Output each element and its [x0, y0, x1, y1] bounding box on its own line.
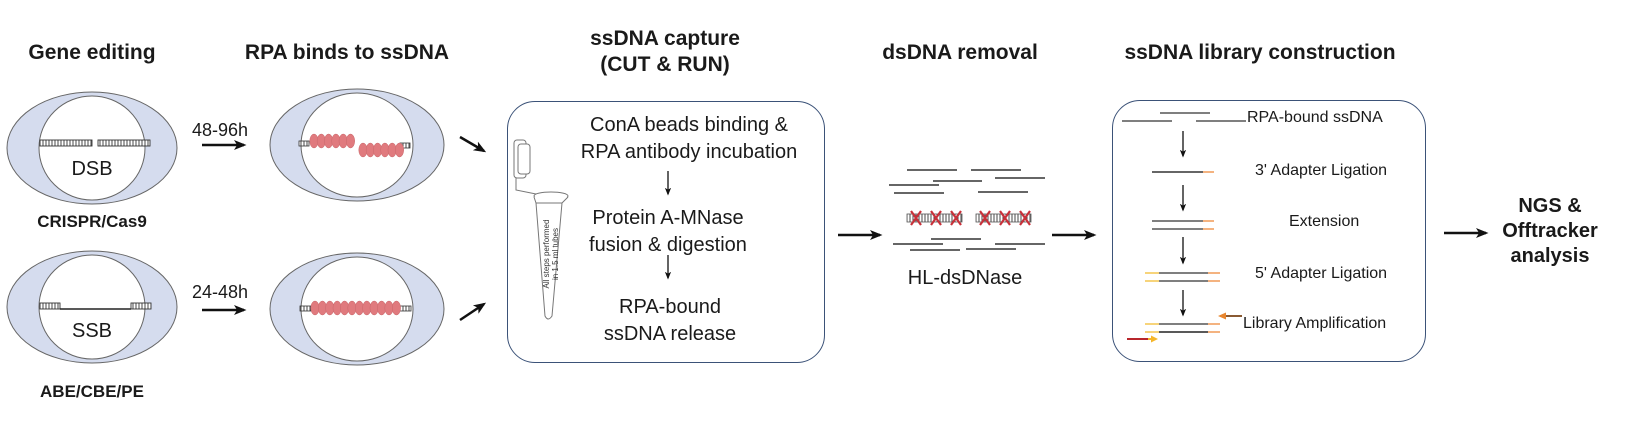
- ssb-dna-left: [39, 302, 61, 310]
- cleavage-cross-icon: [950, 210, 962, 226]
- ssb-label: SSB: [71, 320, 113, 342]
- digested-dsdna: [906, 210, 1032, 226]
- rpa-protein: [347, 300, 357, 316]
- rpa-protein: [391, 300, 401, 316]
- ngs-line3: analysis: [1510, 245, 1590, 267]
- library-step-5-adapter: 5' Adapter Ligation: [1255, 265, 1388, 282]
- capture-step1-line2: RPA antibody incubation: [580, 141, 798, 163]
- capture-step2: Protein A-MNase fusion & digestion: [566, 205, 770, 259]
- library-step-extension: Extension: [1289, 213, 1360, 230]
- dsb-label: DSB: [71, 158, 113, 180]
- capture-step3-line2: ssDNA release: [603, 323, 737, 345]
- cleavage-cross-icon: [910, 210, 922, 226]
- hl-dsdnase-label: HL-dsDNase: [907, 267, 1023, 289]
- header-ssdna-capture-line2: (CUT & RUN): [600, 53, 730, 76]
- rpa-cluster-left: [309, 133, 355, 149]
- tube-label-line2: in 1.5 ml tubes: [551, 227, 560, 281]
- rpa-protein: [332, 300, 342, 316]
- rpa-protein: [377, 300, 387, 316]
- crispr-cas9-label: CRISPR/Cas9: [37, 212, 147, 231]
- cell-dsb: [6, 91, 178, 205]
- time-ssb-label: 24-48h: [192, 282, 249, 302]
- abe-cbe-pe-label: ABE/CBE/PE: [40, 382, 144, 401]
- cell-rpa-dsb: [269, 88, 445, 202]
- capture-step2-line2: fusion & digestion: [589, 234, 747, 256]
- extension-diagram: [1152, 220, 1214, 230]
- capture-step2-line1: Protein A-MNase: [592, 207, 744, 229]
- rpa-protein: [369, 300, 379, 316]
- library-step-rpa-bound: RPA-bound ssDNA: [1247, 109, 1383, 126]
- capture-step1-line1: ConA beads binding &: [590, 114, 788, 136]
- cell-ssb: [6, 250, 178, 364]
- rpa-protein: [346, 133, 355, 149]
- header-dsdna-removal: dsDNA removal: [882, 41, 1038, 64]
- time-dsb-label: 48-96h: [192, 120, 249, 140]
- header-ssdna-capture-line1: ssDNA capture: [590, 27, 740, 50]
- rpa-protein: [354, 300, 364, 316]
- rpa-protein: [362, 300, 372, 316]
- cleavage-cross-icon: [979, 210, 991, 226]
- rpa-cluster-right: [358, 142, 404, 158]
- rpa-protein: [395, 142, 404, 158]
- dsb-dna-right: [97, 139, 151, 147]
- header-gene-editing: Gene editing: [28, 41, 156, 64]
- capture-step3-line1: RPA-bound: [619, 296, 721, 318]
- ssb-dna-right: [130, 302, 152, 310]
- ssdna-fragments: [889, 169, 1045, 251]
- arrow-rpa-dsb-to-capture: [459, 135, 487, 153]
- rpa-protein: [340, 300, 350, 316]
- capture-step3: RPA-bound ssDNA release: [580, 294, 760, 348]
- cleavage-cross-icon: [1019, 210, 1031, 226]
- library-step-3-adapter: 3' Adapter Ligation: [1255, 162, 1388, 179]
- library-panel: [1112, 100, 1426, 362]
- tube-label-line1: All steps performed: [542, 219, 551, 289]
- header-ssdna-capture: ssDNA capture (CUT & RUN): [540, 26, 790, 78]
- cell-rpa-ssb: [269, 252, 445, 366]
- dsb-dna-left: [39, 139, 93, 147]
- cleavage-cross-icon: [999, 210, 1011, 226]
- rpa-protein: [310, 300, 320, 316]
- capture-step1: ConA beads binding & RPA antibody incuba…: [556, 112, 822, 166]
- rpa-cluster-long: [310, 300, 401, 316]
- rpa-protein: [384, 300, 394, 316]
- library-step-amplification: Library Amplification: [1243, 315, 1387, 332]
- arrow-rpa-ssb-to-capture: [459, 302, 487, 322]
- cleavage-cross-icon: [930, 210, 942, 226]
- rpa-protein: [317, 300, 327, 316]
- tube-icon: [513, 139, 569, 320]
- header-library-construction: ssDNA library construction: [1124, 41, 1396, 64]
- adapter5-diagram: [1145, 272, 1220, 282]
- ngs-line1: NGS &: [1518, 195, 1582, 217]
- tube-label: All steps performed in 1.5 ml tubes: [542, 204, 560, 304]
- rpa-protein: [325, 300, 335, 316]
- header-rpa-binds: RPA binds to ssDNA: [244, 41, 450, 64]
- ngs-line2: Offtracker: [1502, 220, 1598, 242]
- ngs-analysis-label: NGS & Offtracker analysis: [1490, 194, 1610, 269]
- capture-panel: [507, 101, 825, 363]
